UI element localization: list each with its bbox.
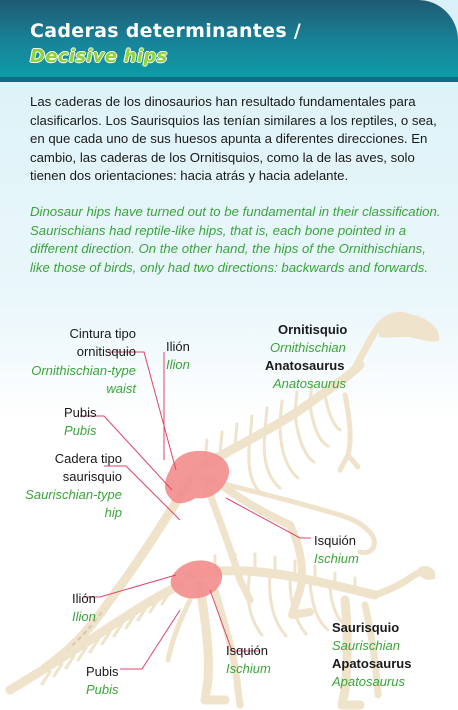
label-ornithischian-en: Ornithischian [270,340,346,355]
label-pubis-top-es: Pubis [64,405,97,420]
title-spanish: Caderas determinantes / [30,20,302,42]
label-apatosaurus-en: Apatosaurus [332,674,405,689]
label-ilion-bottom-es: Ilión [72,591,96,606]
label-saurischian-hip-es: Cadera tipo saurisquio [54,451,122,484]
skeleton-illustration [5,311,440,710]
label-pubis-bottom-en: Pubis [86,682,119,697]
label-pubis-top-en: Pubis [64,423,97,438]
label-apatosaurus-es: Apatosaurus [332,656,412,671]
intro-text-spanish: Las caderas de los dinosaurios han resul… [30,94,437,183]
label-ilion-top-es: Ilión [166,339,190,354]
label-ornithischian-es: Ornitisquio [278,322,348,337]
header-banner: Caderas determinantes / Decisive hips [0,0,458,82]
intro-text-english: Dinosaur hips have turned out to be fund… [30,204,441,275]
label-ornithischian-waist-es: Cintura tipo ornitisquio [69,326,136,359]
label-ilion-bottom-en: Ilion [72,609,96,624]
label-saurischian-en: Saurischian [332,638,400,653]
leader-lines [80,351,311,670]
label-ischium-bottom-en: Ischium [226,661,271,676]
label-ischium-top-es: Isquión [314,533,356,548]
label-ischium-top-en: Ischium [314,551,359,566]
label-ornithischian-waist-en: Ornithischian-type waist [31,363,136,396]
label-anatosaurus-en: Anatosaurus [273,376,346,391]
label-saurischian-es: Saurisquio [332,620,400,635]
label-ilion-top-en: Ilion [166,357,190,372]
title-english: Decisive hips [30,46,168,67]
label-ischium-bottom-es: Isquión [226,643,268,658]
saurischian-hip-highlight [170,560,223,599]
ornithischian-hip-highlight [165,450,230,504]
label-saurischian-hip-en: Saurischian-type hip [25,487,122,520]
label-pubis-bottom-es: Pubis [86,664,119,679]
label-anatosaurus-es: Anatosaurus [265,358,345,373]
